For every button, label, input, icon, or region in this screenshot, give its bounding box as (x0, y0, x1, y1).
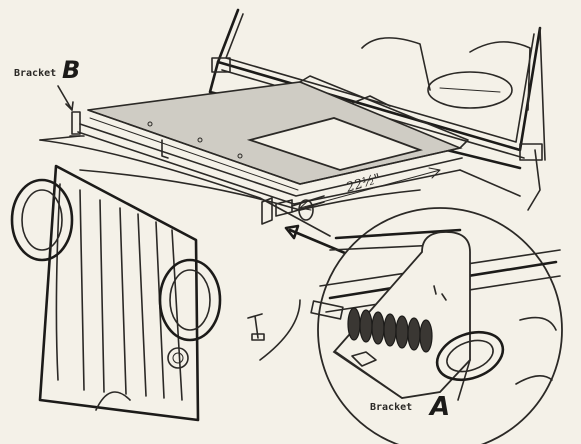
folded-top (77, 75, 469, 205)
grille (10, 164, 265, 422)
bracket-a-letter: A (430, 392, 451, 422)
bracket-b-letter: B (62, 56, 81, 84)
bracket-a-word: Bracket (370, 402, 413, 413)
spring (347, 307, 433, 353)
interior (349, 37, 531, 111)
dimension-line (299, 167, 441, 211)
bracket-a-detail (310, 207, 563, 444)
leader-arrow (284, 224, 354, 258)
bracket-b-word: Bracket (14, 68, 57, 79)
windshield-frame (208, 8, 546, 211)
